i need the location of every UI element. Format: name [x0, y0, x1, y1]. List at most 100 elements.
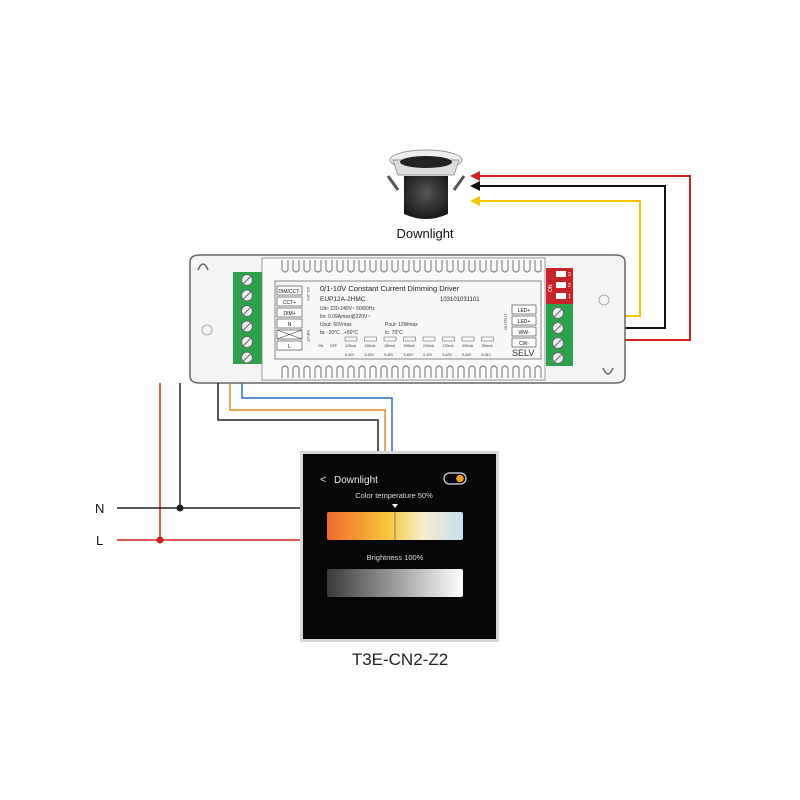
wall-control-panel: < Downlight Color temperature 50% Bright… [300, 451, 499, 642]
dip-switch[interactable] [556, 271, 566, 277]
vent-slots [281, 260, 542, 378]
dip-setting-icon [403, 336, 416, 342]
vent-slot-top [281, 260, 289, 273]
downlight-icon [386, 149, 466, 219]
vent-slot-top [292, 260, 300, 273]
power-toggle[interactable] [443, 472, 467, 485]
driver-uin: Uin: 220-240V~ 50/60Hz [320, 306, 375, 312]
vent-slot-bottom [446, 365, 454, 378]
input-terminal-label [276, 296, 303, 307]
vent-slot-bottom [314, 365, 322, 378]
voltage-range: 9-42V [404, 353, 414, 357]
vent-slot-bottom [457, 365, 465, 378]
wire-blue-dim [241, 383, 393, 453]
color-temperature-marker [392, 504, 398, 508]
control-wires [117, 383, 393, 544]
dip-state-label: ON [318, 344, 324, 348]
left-terminal-labels: DIM/CCT-CCT+DIM+NL [276, 285, 303, 351]
vent-slot-bottom [479, 365, 487, 378]
input-dim-label: 0/1-10V [306, 287, 311, 301]
vent-slot-top [435, 260, 443, 273]
vent-slot-bottom [281, 365, 289, 378]
vent-slot-bottom [380, 365, 388, 378]
input-terminal-label [276, 340, 303, 351]
junction-neutral [176, 504, 184, 512]
input-terminal-block [233, 272, 262, 364]
vent-slot-top [325, 260, 333, 273]
vent-slot-top [336, 260, 344, 273]
vent-slot-bottom [468, 365, 476, 378]
output-terminal-label [511, 337, 537, 348]
color-temperature-label: Color temperature 50% [355, 491, 433, 500]
dip-setting-icon [461, 336, 475, 342]
output-terminal-label [511, 304, 537, 315]
vent-slot-top [413, 260, 421, 273]
voltage-range: 9-40V [462, 353, 472, 357]
dip-state-label: OFF [330, 344, 337, 348]
current-value: 120mA [345, 344, 357, 348]
vent-slot-bottom [347, 365, 355, 378]
current-value: 270mA [443, 344, 455, 348]
vent-slot-top [347, 260, 355, 273]
mount-hole-left [201, 324, 213, 336]
screw-slot [243, 276, 251, 284]
panel-title: Downlight [334, 475, 378, 486]
dip-setting-icon [422, 336, 436, 342]
voltage-range: 9-34V [482, 353, 492, 357]
output-terminal-label [511, 326, 537, 337]
vent-slot-top [490, 260, 498, 273]
screw-slot [243, 322, 251, 331]
driver-model: EUP12A-2HMC [320, 296, 366, 303]
input-terminal-text: DIM/CCT- [278, 289, 301, 295]
vent-slot-top [424, 260, 432, 273]
output-label: OUTPUT [503, 313, 508, 330]
dip-number: 3 [568, 272, 571, 278]
driver-iin: Iin: 0.09Amax@220V~ [320, 314, 370, 320]
input-terminal-text: CCT+ [283, 300, 296, 306]
vent-slot-bottom [292, 365, 300, 378]
output-terminal-label [511, 315, 537, 326]
driver-title: 0/1-10V Constant Current Dimming Driver [320, 284, 460, 293]
arrow-black [470, 181, 480, 191]
input-terminal-label [276, 285, 303, 296]
vent-slot-bottom [523, 365, 531, 378]
brightness-label: Brightness 100% [367, 553, 424, 562]
vent-slot-top [303, 260, 311, 273]
driver-serial: 103101031101 [440, 297, 480, 303]
driver-pout: Pout: 12Wmax [385, 322, 418, 328]
junction-live [156, 536, 164, 544]
wire-orange-cct [229, 383, 386, 453]
downlight-label: Downlight [396, 226, 453, 241]
selv-mark: SELV [512, 348, 534, 358]
blank-terminal-cross [276, 329, 303, 340]
dip-switch[interactable] [556, 282, 566, 288]
dip-number: 2 [568, 283, 571, 289]
dip-switch[interactable] [556, 293, 566, 299]
output-terminal-text: LED+ [518, 319, 531, 325]
dimming-driver: 0/1-10V Constant Current Dimming Driver … [189, 254, 626, 384]
screw-slot [243, 307, 251, 315]
current-value: 350mA [482, 344, 494, 348]
driver-tc: tc: 70°C [385, 330, 403, 336]
neutral-label: N [95, 501, 104, 516]
input-label: INPUT [306, 330, 311, 343]
vent-slot-bottom [325, 365, 333, 378]
dip-on-label: ON [548, 284, 554, 292]
vent-slot-bottom [336, 365, 344, 378]
current-value: 180mA [384, 344, 396, 348]
arrow-yellow [470, 196, 480, 206]
voltage-range: 9-42V [365, 353, 375, 357]
vent-slot-top [479, 260, 487, 273]
brightness-slider[interactable] [327, 569, 463, 597]
vent-slot-bottom [534, 365, 542, 378]
vent-slot-top [358, 260, 366, 273]
panel-model-label: T3E-CN2-Z2 [352, 650, 448, 669]
vent-slot-bottom [358, 365, 366, 378]
vent-slot-top [523, 260, 531, 273]
vent-slot-top [446, 260, 454, 273]
back-chevron-icon[interactable]: < [320, 474, 326, 486]
voltage-range: 9-42V [345, 353, 355, 357]
vent-slot-bottom [402, 365, 410, 378]
